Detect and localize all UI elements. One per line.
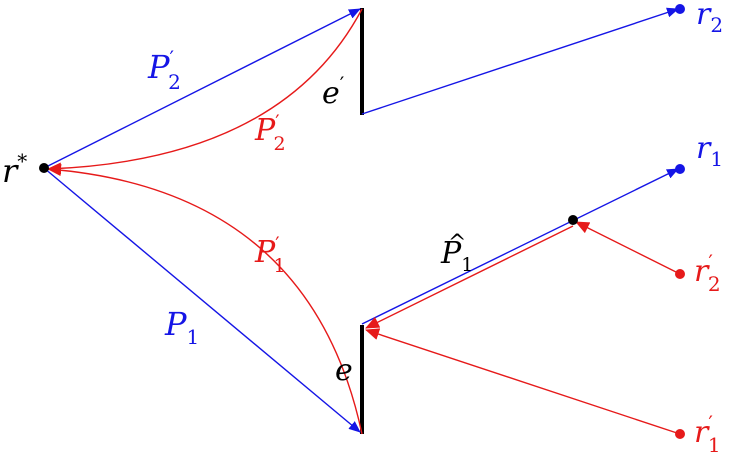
path-P2-prime-red	[47, 8, 363, 175]
label-P2-prime-blue: P′2	[147, 46, 181, 94]
path-junction-to-e-red	[365, 225, 574, 329]
label-r2-prime: r′2	[694, 250, 721, 296]
path-P2-prime-blue	[43, 8, 361, 169]
node-r2-prime	[675, 269, 685, 279]
label-P1-blue: P1	[164, 305, 199, 349]
label-r2: r2	[696, 0, 723, 37]
label-P1-prime-red: P′1	[254, 233, 286, 277]
path-P1-prime-red	[47, 164, 363, 435]
path-r2-prime-to-junction	[575, 221, 681, 275]
label-e-prime: e′	[322, 72, 345, 111]
node-r2	[675, 4, 685, 14]
label-r1-prime: r′1	[694, 411, 721, 457]
label-P1-hat: P1	[440, 236, 473, 276]
label-P2-prime-red: P′2	[254, 111, 286, 155]
label-r-star: r*	[2, 149, 27, 190]
node-junction	[568, 215, 578, 225]
node-r1-prime	[675, 429, 685, 439]
node-r-star	[39, 163, 49, 173]
path-P1-hat-blue	[361, 168, 679, 325]
path-e-prime-to-r2	[361, 7, 679, 115]
label-e: e	[335, 353, 353, 388]
path-r1-prime-to-e	[365, 328, 681, 435]
label-P1-hat-accent: ^	[448, 231, 466, 256]
label-r1: r1	[696, 131, 723, 171]
path-P1-blue	[43, 167, 361, 433]
node-r1	[675, 164, 685, 174]
